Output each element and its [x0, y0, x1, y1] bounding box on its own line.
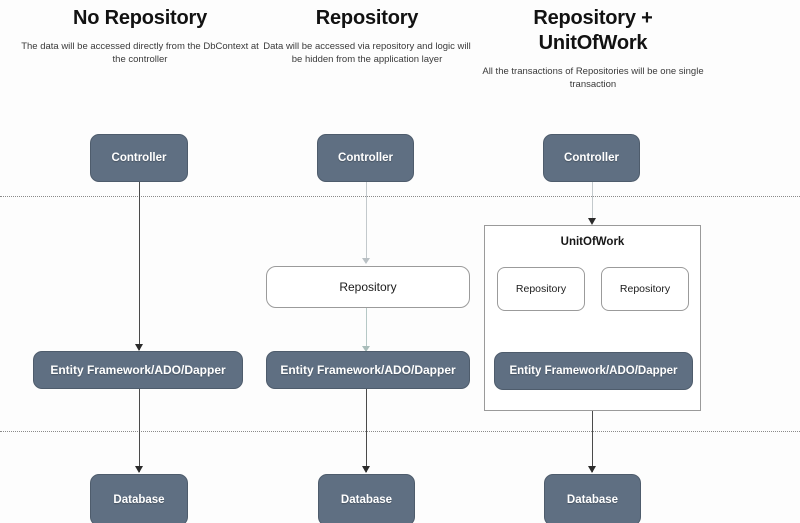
node-database-col3[interactable]: Database	[544, 474, 641, 523]
node-data-access-col1[interactable]: Entity Framework/ADO/Dapper	[33, 351, 243, 389]
column-header-repository: Repository Data will be accessed via rep…	[258, 6, 476, 66]
node-repository-2-col3[interactable]: Repository	[601, 267, 689, 311]
arrowhead-unitofwork-col3	[587, 218, 596, 225]
arrowhead-database-col2	[361, 466, 370, 473]
arrowhead-data-access-col2	[361, 346, 370, 352]
layer-divider-top	[0, 196, 800, 197]
node-database-col1[interactable]: Database	[90, 474, 188, 523]
connector-controller-to-repository-col2	[366, 182, 367, 262]
connector-repository-to-data-access-col2	[366, 308, 367, 352]
connector-controller-to-unitofwork-col3	[592, 182, 593, 222]
column-header-repository-unitofwork: Repository + UnitOfWork All the transact…	[482, 6, 704, 91]
arrowhead-database-col1	[134, 466, 143, 473]
node-data-access-col2[interactable]: Entity Framework/ADO/Dapper	[266, 351, 470, 389]
node-controller-col2[interactable]: Controller	[317, 134, 414, 182]
layer-divider-bottom	[0, 431, 800, 432]
node-controller-col1[interactable]: Controller	[90, 134, 188, 182]
node-database-col2[interactable]: Database	[318, 474, 415, 523]
column-title: No Repository	[72, 7, 208, 29]
column-subtitle: Data will be accessed via repository and…	[263, 41, 471, 65]
column-header-no-repository: No Repository The data will be accessed …	[20, 6, 260, 66]
column-subtitle: All the transactions of Repositories wil…	[482, 66, 704, 90]
column-title: Repository	[315, 7, 419, 29]
column-title: Repository + UnitOfWork	[533, 7, 653, 54]
connector-data-access-to-database-col2	[366, 389, 367, 472]
node-repository-1-col3[interactable]: Repository	[497, 267, 585, 311]
arrowhead-database-col3	[587, 466, 596, 473]
connector-unitofwork-to-database-col3	[592, 411, 593, 472]
node-data-access-col3[interactable]: Entity Framework/ADO/Dapper	[494, 352, 693, 390]
arrowhead-repository-col2	[361, 258, 370, 264]
connector-data-access-to-database-col1	[139, 389, 140, 472]
node-controller-col3[interactable]: Controller	[543, 134, 640, 182]
unitofwork-label: UnitOfWork	[560, 236, 625, 248]
connector-controller-to-data-access-col1	[139, 182, 140, 350]
arrowhead-data-access-col1	[134, 344, 143, 351]
column-subtitle: The data will be accessed directly from …	[21, 41, 259, 65]
node-repository-col2[interactable]: Repository	[266, 266, 470, 308]
